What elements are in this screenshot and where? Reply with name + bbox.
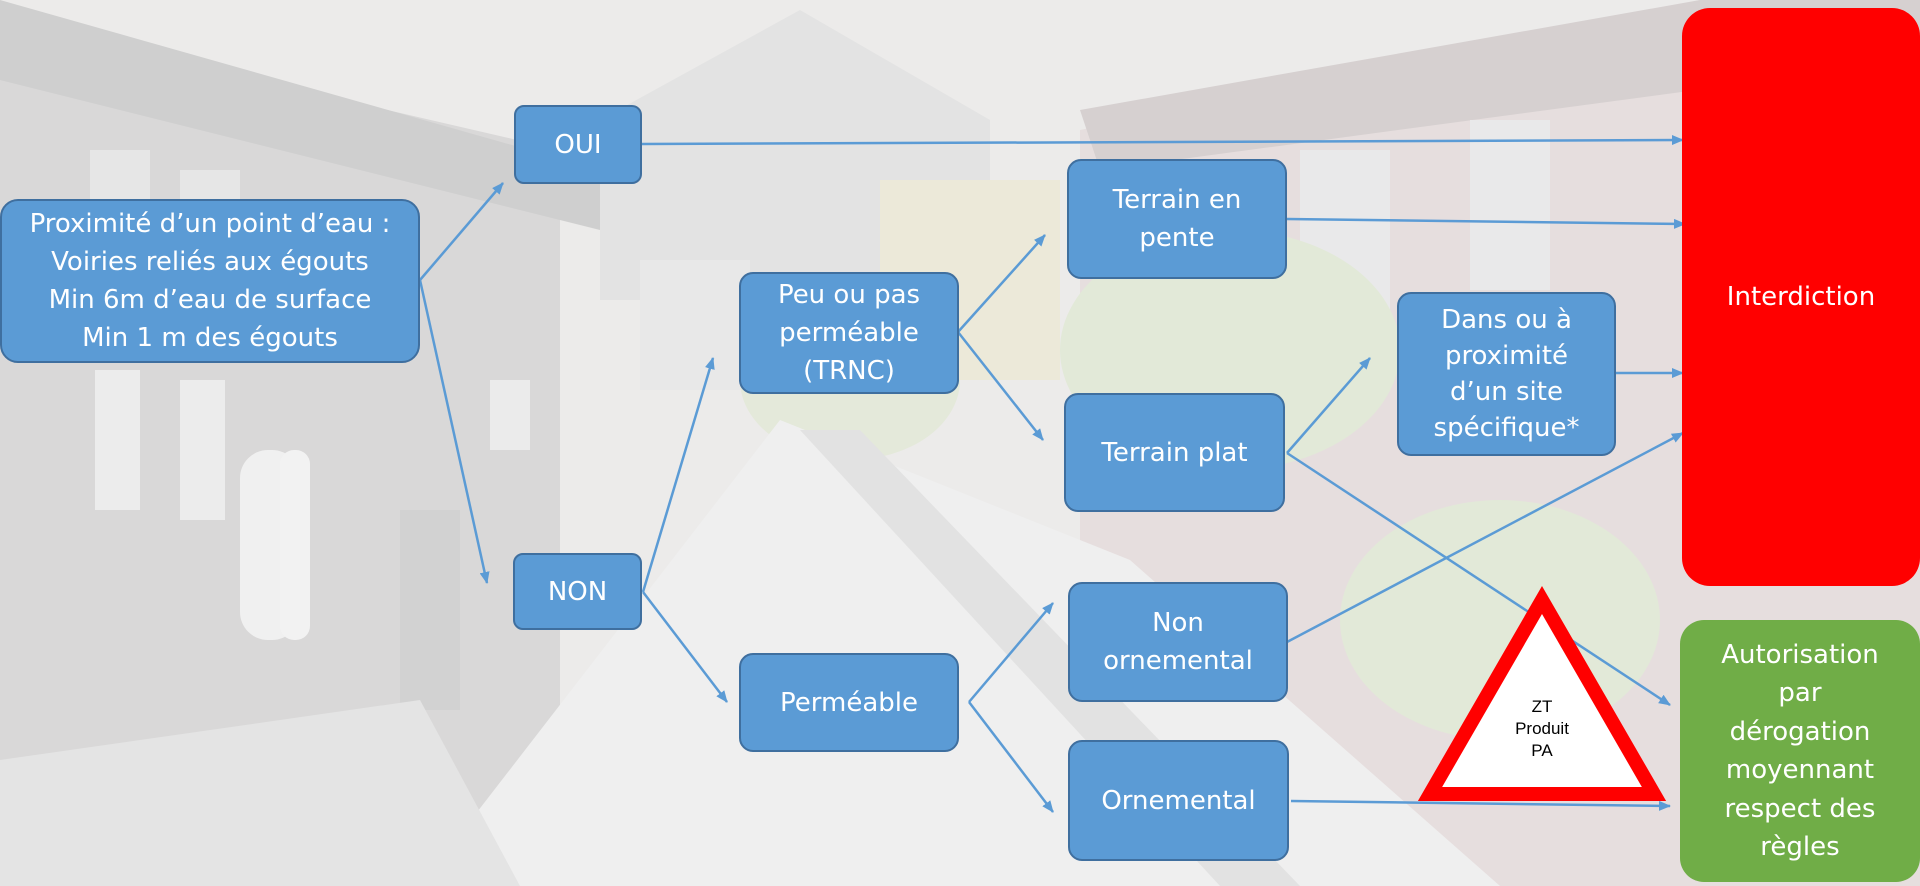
node-terrain-pente: Terrain en pente — [1067, 159, 1287, 279]
node-oui: OUI — [514, 105, 642, 184]
warning-triangle-label: ZT Produit PA — [1515, 697, 1569, 760]
arrow-oui-interdiction — [641, 135, 1684, 146]
arrow-proximite-non — [418, 279, 490, 584]
arrow-nonorn-interdiction — [1286, 431, 1684, 644]
node-terrain-plat: Terrain plat — [1064, 393, 1285, 512]
node-non-ornemental: Non ornemental — [1068, 582, 1288, 702]
arrow-pente-interdiction — [1286, 217, 1686, 229]
arrow-non-peu — [641, 357, 715, 593]
node-site-specifique: Dans ou à proximité d’un site spécifique… — [1397, 292, 1616, 456]
arrow-permeable-orn — [968, 701, 1054, 813]
node-autorisation: Autorisation par dérogation moyennant re… — [1680, 620, 1920, 882]
arrow-non-permeable — [642, 591, 728, 703]
node-interdiction: Interdiction — [1682, 8, 1920, 586]
arrow-permeable-nonorn — [968, 602, 1054, 703]
node-permeable: Perméable — [739, 653, 959, 752]
node-proximite: Proximité d’un point d’eau : Voiries rel… — [0, 199, 420, 363]
arrow-plat-site — [1286, 357, 1371, 454]
node-peu-permeable: Peu ou pas perméable (TRNC) — [739, 272, 959, 394]
node-non: NON — [513, 553, 642, 630]
node-ornemental: Ornemental — [1068, 740, 1289, 861]
arrow-proximite-oui — [419, 182, 504, 281]
arrow-plat-autorisation — [1286, 451, 1671, 707]
arrow-peu-pente — [957, 234, 1046, 333]
arrow-orn-autorisation — [1290, 799, 1671, 811]
arrow-peu-plat — [957, 331, 1044, 441]
